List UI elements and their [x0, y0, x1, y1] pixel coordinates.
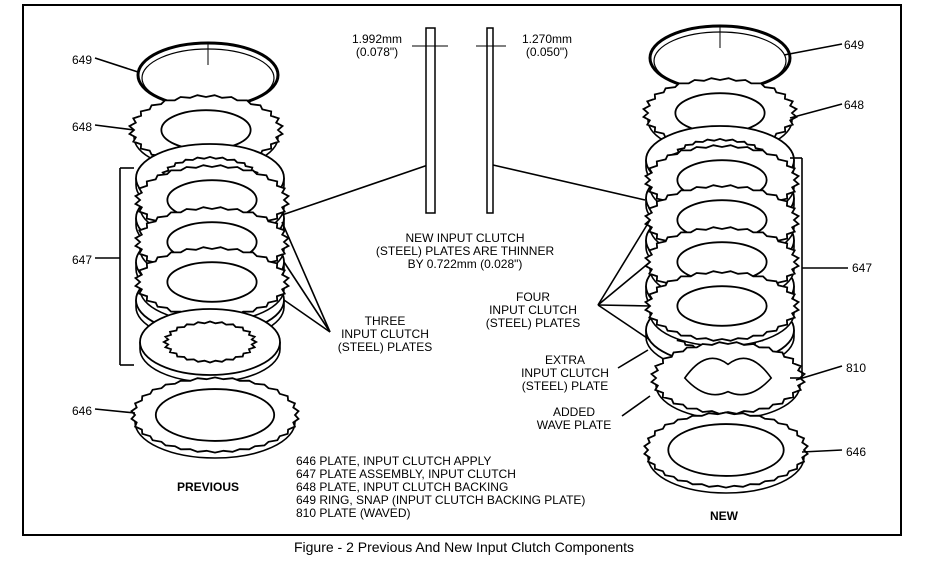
wave-plate-callout: ADDED WAVE PLATE: [524, 406, 624, 432]
new-thickness-in: (0.050"): [525, 45, 569, 59]
left-steel-plate-3: [133, 246, 291, 323]
internal-teeth: [161, 320, 259, 364]
plate-bore: [166, 261, 258, 303]
parts-legend: 646 PLATE, INPUT CLUTCH APPLY 647 PLATE …: [296, 455, 585, 520]
old-thickness-in: (0.078"): [355, 45, 399, 59]
old-thickness-mm: 1.992mm: [351, 32, 403, 46]
leader-646-left: [94, 408, 136, 414]
legend-item-648: 648 PLATE, INPUT CLUTCH BACKING: [296, 480, 509, 494]
leader-four-1: [597, 219, 651, 306]
four-plates-callout: FOUR INPUT CLUTCH (STEEL) PLATES: [478, 291, 588, 330]
plate-bore: [676, 285, 768, 327]
new-caption: NEW: [710, 509, 738, 523]
leader-648-right: [789, 103, 843, 119]
wave-callout-line-2: WAVE PLATE: [536, 418, 612, 432]
three-callout-line-1: THREE: [364, 314, 406, 328]
apply-plate-bore: [667, 423, 785, 477]
extra-plate-callout: EXTRA INPUT CLUTCH (STEEL) PLATE: [510, 354, 620, 393]
ref-648-left: 648: [72, 120, 93, 134]
previous-stack: [127, 41, 300, 459]
ref-649-right: 649: [844, 38, 865, 52]
leader-three-3: [283, 299, 331, 333]
right-steel-plate-4: [643, 270, 801, 347]
leader-four-2: [597, 261, 651, 306]
legend-item-647: 647 PLATE ASSEMBLY, INPUT CLUTCH: [296, 467, 516, 481]
new-plate-strip: [486, 27, 494, 214]
four-callout-line-1: FOUR: [516, 290, 550, 304]
three-callout-line-2: INPUT CLUTCH: [341, 327, 429, 341]
leader-three-1: [281, 221, 331, 333]
leader-810-right: [795, 365, 843, 381]
thinner-plates-note: NEW INPUT CLUTCH (STEEL) PLATES ARE THIN…: [355, 232, 575, 271]
extra-callout-line-2: INPUT CLUTCH: [521, 366, 609, 380]
leader-648-left: [94, 124, 135, 131]
extra-callout-line-1: EXTRA: [544, 353, 585, 367]
three-callout-line-3: (STEEL) PLATES: [337, 340, 433, 354]
ref-649-left: 649: [72, 53, 93, 67]
leader-649-left: [94, 57, 139, 73]
old-plate-strip: [425, 27, 436, 214]
note-line-3: BY 0.722mm (0.028"): [407, 257, 523, 271]
old-thickness-label: 1.992mm (0.078"): [342, 33, 412, 59]
extra-callout-line-3: (STEEL) PLATE: [521, 379, 609, 393]
note-line-2: (STEEL) PLATES ARE THINNER: [375, 244, 555, 258]
leader-new-plate: [492, 164, 646, 201]
leader-old-plate: [281, 164, 429, 216]
left-clutch-plate-5: [139, 308, 281, 383]
wave-callout-line-1: ADDED: [552, 405, 595, 419]
legend-item-649: 649 RING, SNAP (INPUT CLUTCH BACKING PLA…: [296, 493, 586, 507]
note-line-1: NEW INPUT CLUTCH: [405, 231, 525, 245]
apply-plate-bore: [154, 388, 276, 442]
ref-810-right: 810: [846, 361, 867, 375]
figure-caption: Figure - 2 Previous And New Input Clutch…: [293, 539, 635, 555]
leader-wave-plate: [621, 395, 651, 417]
right-apply-plate: [643, 411, 809, 494]
leader-649-right: [783, 43, 843, 56]
leader-four-3: [597, 304, 651, 307]
previous-caption: PREVIOUS: [177, 480, 240, 494]
ref-648-right: 648: [844, 98, 865, 112]
ref-647-right: 647: [852, 261, 873, 275]
ref-647-left: 647: [72, 253, 93, 267]
leader-three-2: [283, 261, 331, 333]
legend-item-810: 810 PLATE (WAVED): [296, 506, 411, 520]
plate-thickness-detail: [412, 27, 506, 214]
left-apply-plate: [130, 376, 300, 459]
figure-frame: [22, 4, 902, 536]
leader-four-4: [597, 304, 651, 341]
four-callout-line-3: (STEEL) PLATES: [485, 316, 581, 330]
three-plates-callout: THREE INPUT CLUTCH (STEEL) PLATES: [330, 315, 440, 354]
leader-lines: [94, 43, 848, 453]
leader-extra-plate: [617, 349, 649, 369]
leader-646-right: [801, 449, 843, 453]
legend-item-646: 646 PLATE, INPUT CLUTCH APPLY: [296, 454, 492, 468]
new-thickness-mm: 1.270mm: [521, 32, 573, 46]
ref-646-left: 646: [72, 404, 93, 418]
ref-646-right: 646: [846, 445, 867, 459]
right-wave-plate: [649, 341, 807, 420]
wave-plate-bore: [683, 357, 773, 396]
new-stack: [641, 24, 809, 494]
four-callout-line-2: INPUT CLUTCH: [489, 303, 577, 317]
new-thickness-label: 1.270mm (0.050"): [512, 33, 582, 59]
